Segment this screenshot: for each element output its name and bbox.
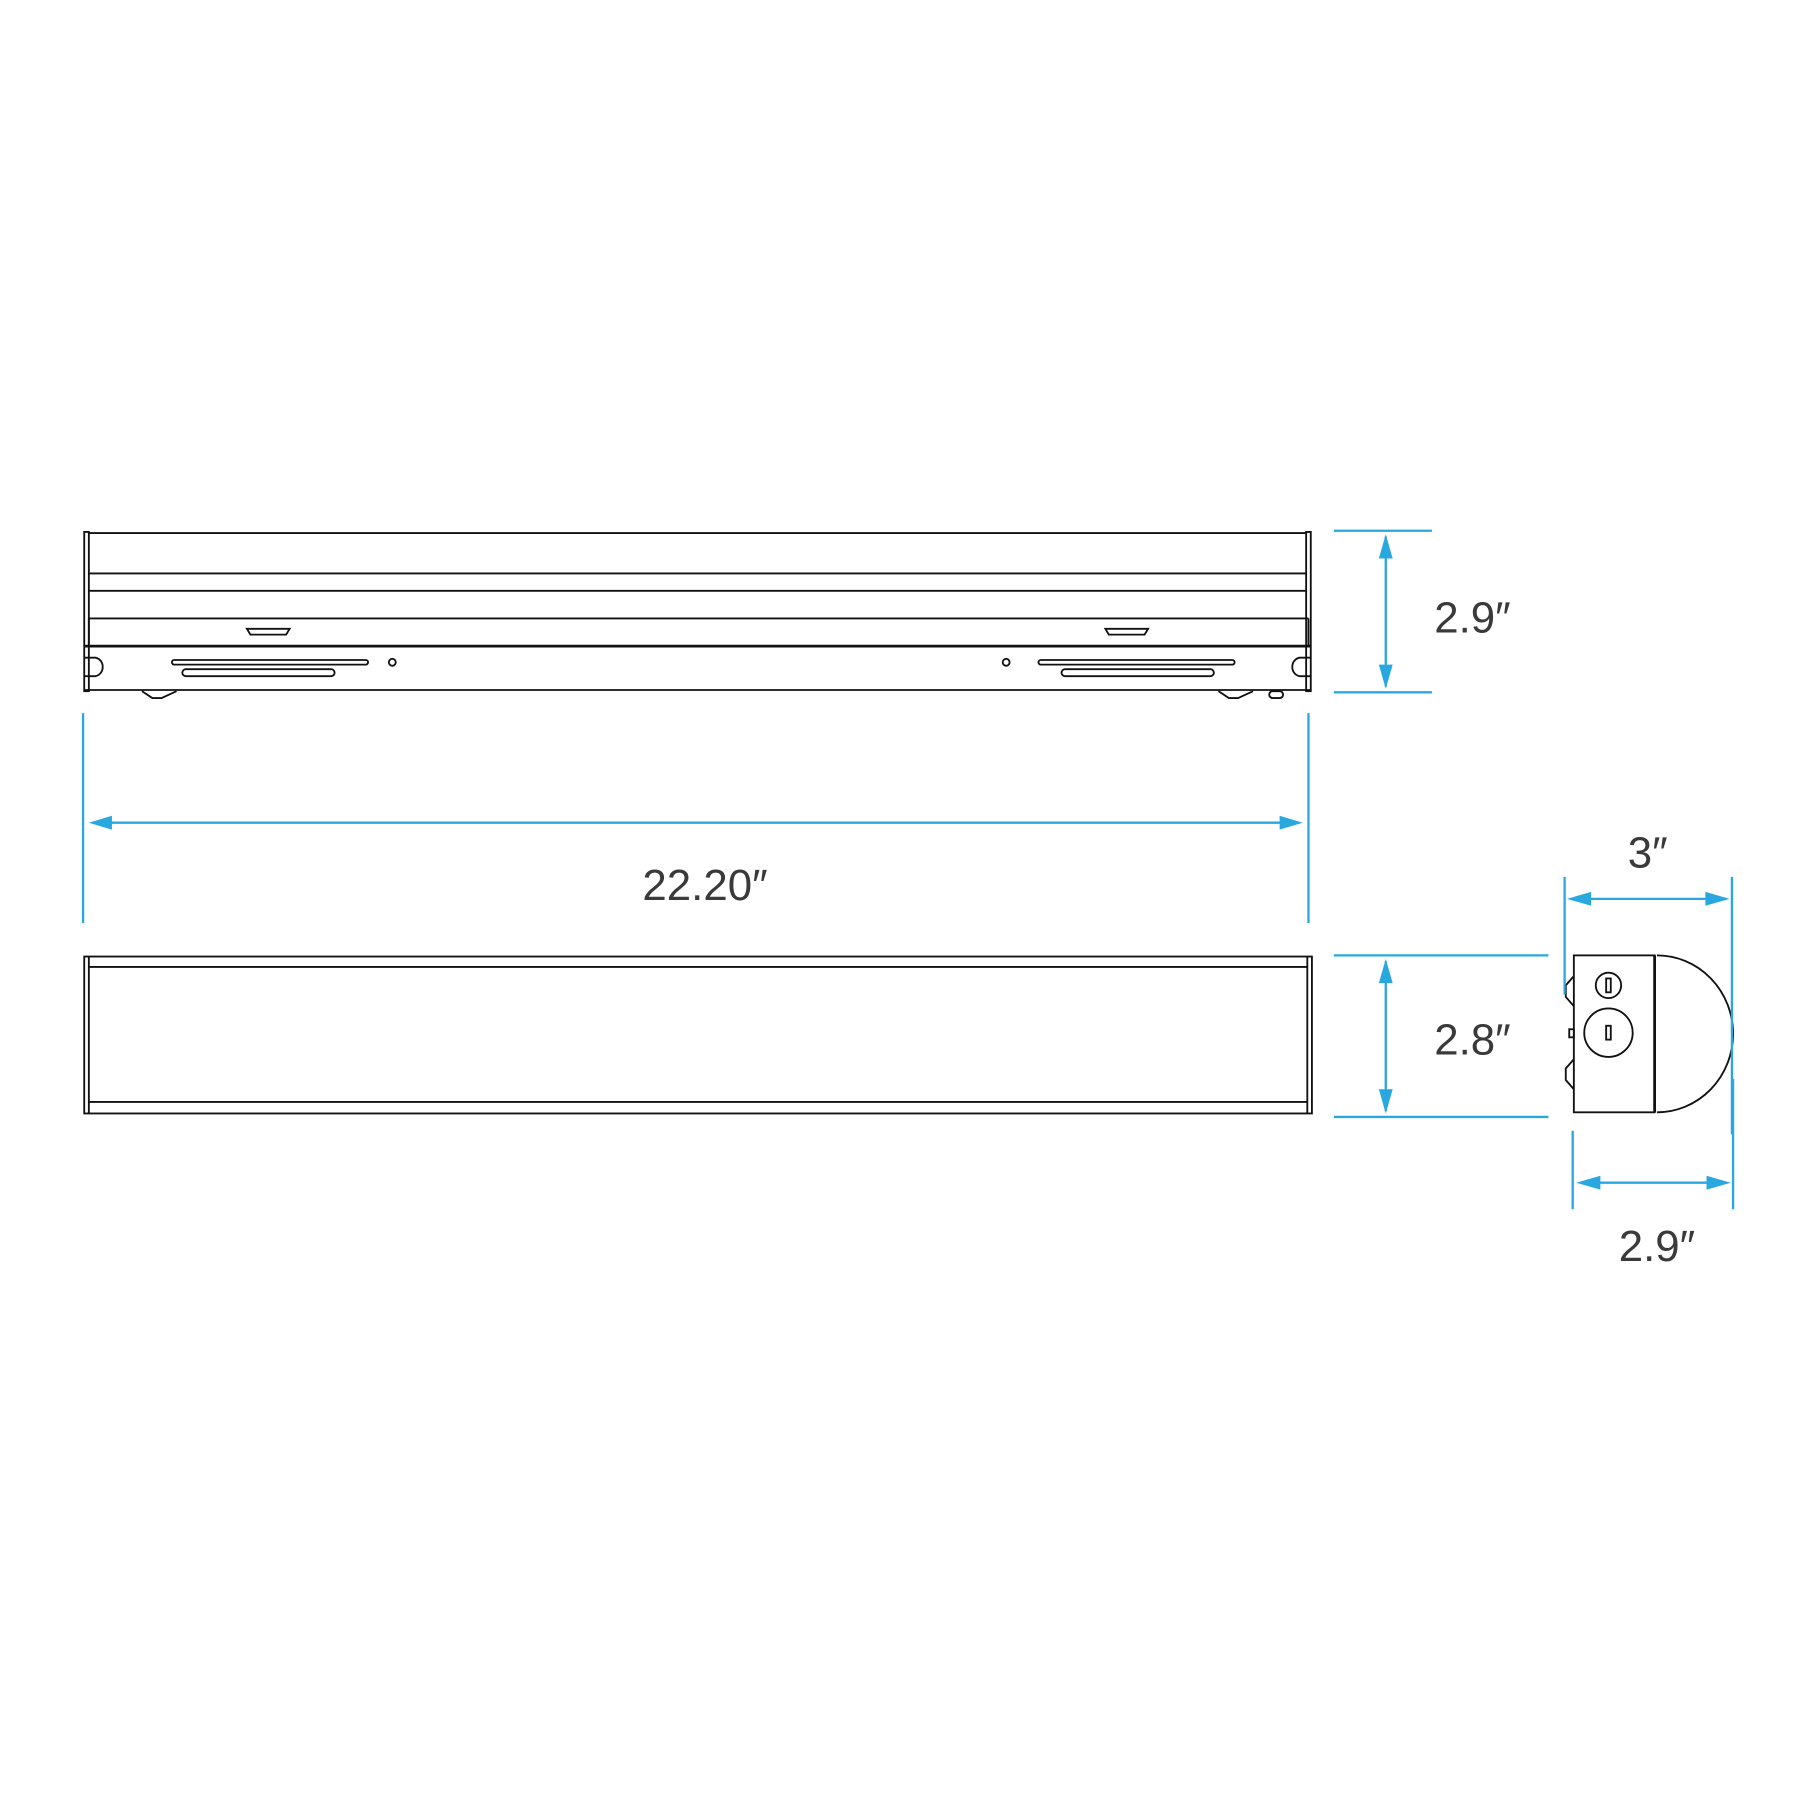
front-view-height-label: 2.8″ bbox=[1434, 1016, 1510, 1065]
side-depth-bottom-label: 2.9″ bbox=[1619, 1222, 1695, 1271]
fixture-side-view bbox=[1564, 954, 1734, 1114]
fixture-top-view bbox=[83, 530, 1312, 699]
fixture-front-view bbox=[83, 955, 1313, 1115]
dimension-top-view-height: 2.9″ bbox=[1333, 529, 1511, 694]
dimension-front-view-height: 2.8″ bbox=[1333, 954, 1549, 1119]
dimension-side-depth-bottom: 2.9″ bbox=[1571, 1078, 1735, 1271]
length-label: 22.20″ bbox=[642, 861, 767, 910]
dimension-side-depth-top: 3″ bbox=[1563, 829, 1734, 1135]
side-depth-top-label: 3″ bbox=[1628, 829, 1668, 878]
dimension-length: 22.20″ bbox=[81, 713, 1310, 924]
top-view-height-label: 2.9″ bbox=[1434, 593, 1510, 642]
